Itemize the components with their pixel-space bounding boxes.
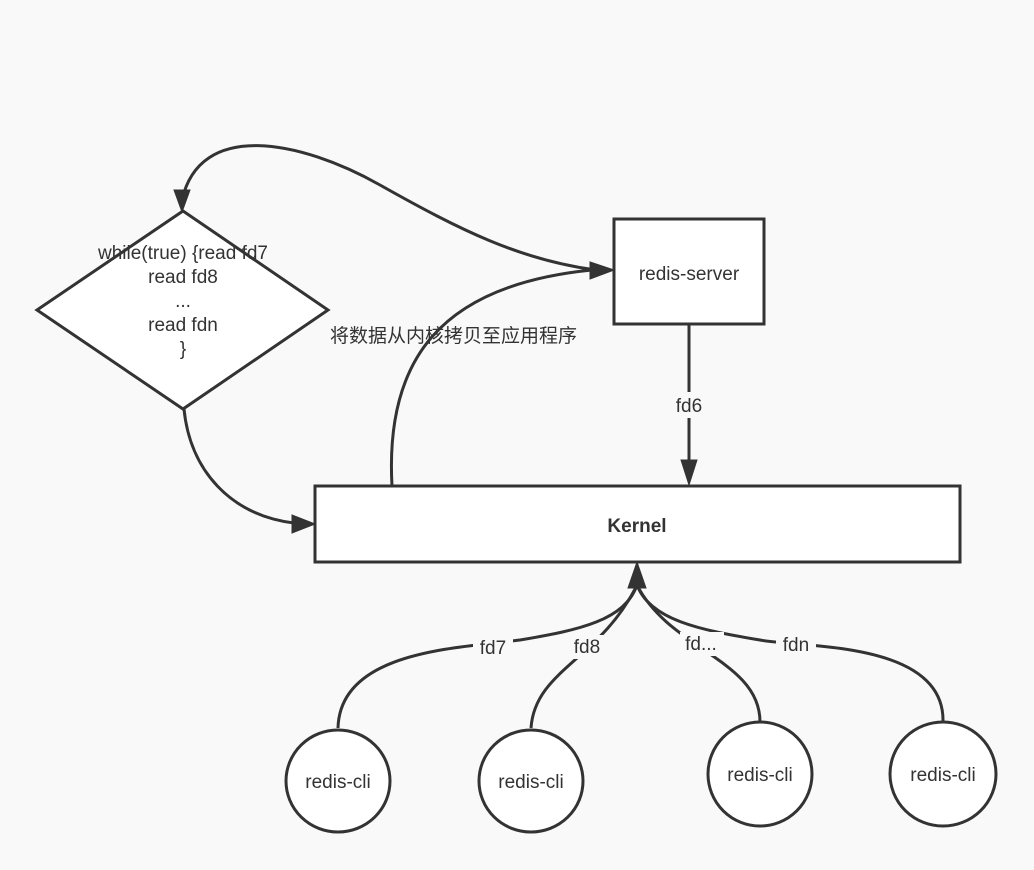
client-4-fd-label: fdn bbox=[783, 635, 809, 656]
loop-to-kernel-arrowhead bbox=[291, 514, 317, 534]
redis-server-label: redis-server bbox=[639, 264, 740, 285]
loop-line-2: read fd8 bbox=[148, 267, 218, 288]
redis-server-box bbox=[612, 217, 766, 326]
client-4-label: redis-cli bbox=[910, 765, 975, 786]
kernel-box bbox=[313, 484, 962, 564]
client-2-fd-label: fd8 bbox=[574, 637, 600, 658]
client-1-circle bbox=[284, 728, 392, 834]
client-1-label: redis-cli bbox=[305, 772, 370, 793]
loop-line-3: ... bbox=[175, 291, 191, 312]
client-1-fd-label: fd7 bbox=[480, 638, 506, 659]
client-4-edge bbox=[635, 584, 945, 723]
server-to-kernel-arrowhead bbox=[680, 459, 698, 487]
loop-line-4: read fdn bbox=[148, 315, 218, 336]
kernel-to-server-arrowhead bbox=[589, 261, 616, 280]
fd6-label: fd6 bbox=[676, 396, 702, 417]
client-2-edge bbox=[529, 584, 639, 729]
kernel-to-server-edge bbox=[389, 268, 593, 487]
client-3-circle bbox=[706, 720, 814, 828]
loop-diamond bbox=[34, 209, 331, 411]
kernel-label: Kernel bbox=[607, 516, 666, 537]
clients-to-kernel-arrowhead bbox=[627, 560, 647, 589]
client-4-circle bbox=[888, 720, 998, 828]
loop-line-1: while(true) {read fd7 bbox=[97, 243, 268, 264]
client-3-fd-label: fd... bbox=[685, 634, 717, 655]
server-to-loop-arrowhead bbox=[173, 189, 191, 214]
copy-data-label: 将数据从内核拷贝至应用程序 bbox=[330, 325, 577, 347]
client-2-circle bbox=[477, 728, 585, 834]
loop-line-5: } bbox=[180, 339, 186, 360]
client-2-label: redis-cli bbox=[498, 772, 563, 793]
server-to-loop-edge bbox=[180, 144, 597, 272]
loop-to-kernel-edge bbox=[182, 408, 295, 525]
client-3-label: redis-cli bbox=[727, 765, 792, 786]
